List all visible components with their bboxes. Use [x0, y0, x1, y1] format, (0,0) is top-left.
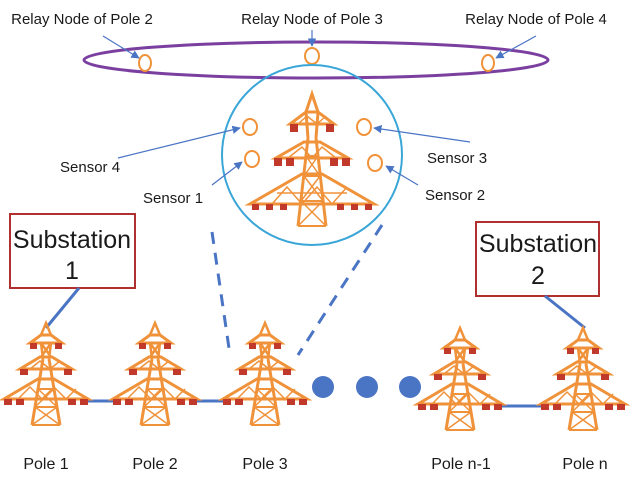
arrow-sensor2 [385, 165, 419, 186]
arrow-sensor4 [117, 125, 241, 159]
zoomed-tower [248, 92, 376, 228]
label-pole1: Pole 1 [23, 456, 68, 473]
zoom-line-left [210, 231, 232, 356]
arrow-sensor3 [373, 124, 471, 143]
zoom-line-right [296, 224, 384, 356]
label-pole-n-1: Pole n-1 [431, 456, 491, 473]
label-pole3: Pole 3 [242, 456, 287, 473]
substation2-number: 2 [531, 262, 545, 290]
label-sensor4: Sensor 4 [60, 159, 120, 176]
arrow-sensor1 [211, 161, 243, 186]
tower-pole-n [539, 326, 627, 432]
ellipsis-dot-1 [312, 376, 334, 398]
sensor1-node [244, 150, 260, 168]
tower-pole-n-1 [416, 326, 504, 432]
substation2-feed [544, 294, 586, 330]
label-sensor1: Sensor 1 [143, 190, 203, 207]
arrow-relay-pole2 [102, 35, 140, 59]
substation2-box [475, 221, 600, 297]
ellipsis-dot-2 [356, 376, 378, 398]
label-sensor3: Sensor 3 [427, 150, 487, 167]
substation2-title: Substation [479, 230, 597, 258]
substation1-number: 1 [65, 257, 79, 285]
sensor4-node [242, 118, 258, 136]
tower-pole1 [2, 321, 90, 427]
substation1-title: Substation [13, 226, 131, 254]
substation1-box [9, 213, 136, 289]
ellipsis-dot-3 [399, 376, 421, 398]
label-pole2: Pole 2 [132, 456, 177, 473]
tower-pole2 [111, 321, 199, 427]
relay-node-pole2 [138, 54, 152, 72]
label-sensor2: Sensor 2 [425, 187, 485, 204]
label-pole-n: Pole n [562, 456, 607, 473]
relay-node-pole3 [304, 47, 320, 65]
label-relay-pole2: Relay Node of Pole 2 [11, 11, 153, 28]
substation1-feed [44, 287, 81, 329]
label-relay-pole4: Relay Node of Pole 4 [465, 11, 607, 28]
sensor3-node [356, 118, 372, 136]
tower-pole3 [221, 321, 309, 427]
sensor2-node [367, 154, 383, 172]
arrow-relay-pole4 [495, 35, 537, 59]
zoom-circle [221, 64, 403, 246]
relay-node-pole4 [481, 54, 495, 72]
label-relay-pole3: Relay Node of Pole 3 [241, 11, 383, 28]
